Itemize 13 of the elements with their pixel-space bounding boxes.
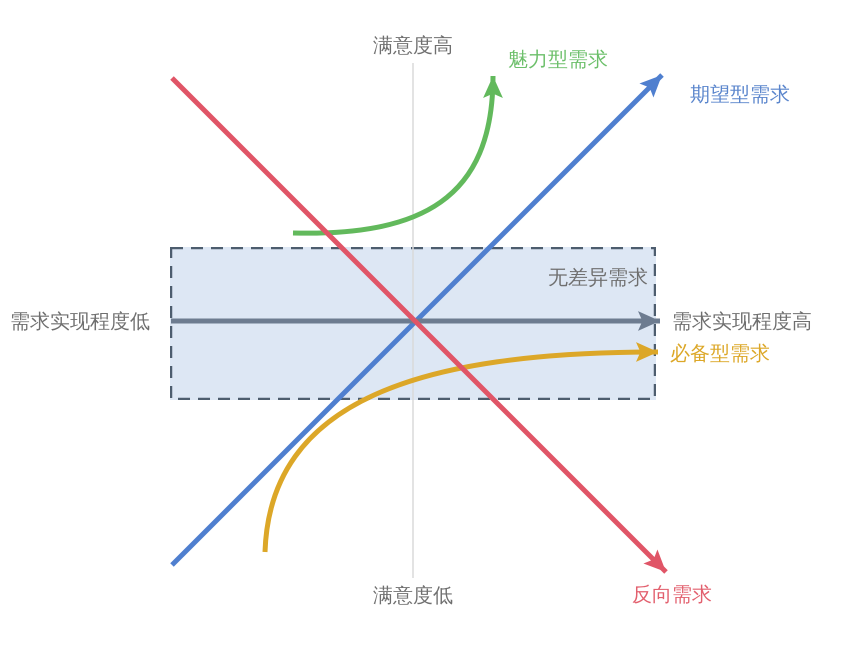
axis-label: 满意度低 (373, 585, 453, 605)
horizontal-arrow (171, 311, 660, 331)
curve-label: 魅力型需求 (508, 49, 608, 69)
region-label: 无差异需求 (548, 267, 648, 287)
curve-label: 必备型需求 (670, 343, 770, 363)
axis-label: 需求实现程度高 (672, 311, 812, 331)
curve-label: 期望型需求 (690, 84, 790, 104)
curved-arrow (293, 76, 502, 236)
axis-label: 满意度高 (373, 35, 453, 55)
curved-arrow (262, 342, 658, 552)
axis-label: 需求实现程度低 (10, 311, 150, 331)
curve-label: 反向需求 (632, 584, 712, 604)
dashed-region-box (170, 247, 656, 400)
